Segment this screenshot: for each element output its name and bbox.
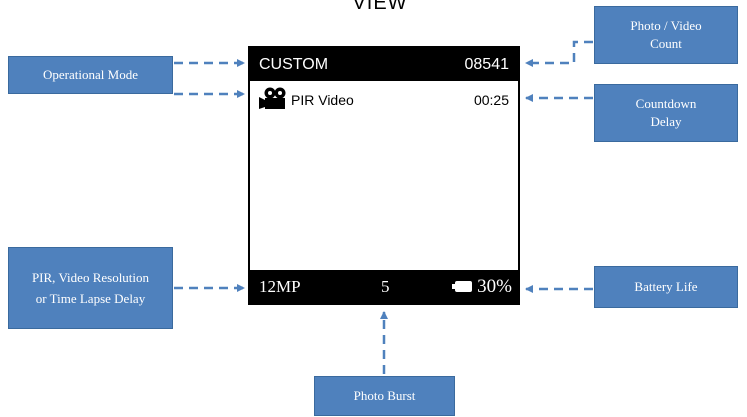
callout-operational-mode: Operational Mode	[8, 56, 173, 94]
camera-screen: CUSTOM 08541 PIR Video 00:25 12MP 5 30%	[248, 46, 520, 305]
screen-bottom-bar: 12MP 5 30%	[250, 270, 518, 303]
battery-icon	[452, 281, 472, 292]
callout-battery-life: Battery Life	[594, 266, 738, 308]
operational-mode-value: CUSTOM	[259, 55, 329, 73]
callout-pir-resolution: PIR, Video Resolution or Time Lapse Dela…	[8, 247, 173, 329]
screen-top-bar: CUSTOM 08541	[250, 48, 518, 81]
video-camera-icon	[259, 87, 286, 109]
callout-countdown-delay: Countdown Delay	[594, 84, 738, 142]
resolution-value: 12MP	[259, 276, 301, 296]
battery-life-value: 30%	[477, 275, 512, 297]
video-mode-label: PIR Video	[291, 92, 354, 108]
callout-photo-burst: Photo Burst	[314, 376, 455, 416]
callout-photo-video-count: Photo / Video Count	[594, 6, 738, 64]
photo-burst-value: 5	[381, 276, 390, 296]
diagram-title: VIEW	[352, 0, 408, 14]
photo-video-count-value: 08541	[464, 55, 510, 73]
status-row: PIR Video 00:25	[250, 86, 518, 112]
countdown-value: 00:25	[473, 92, 509, 108]
arrow-count	[525, 40, 593, 67]
